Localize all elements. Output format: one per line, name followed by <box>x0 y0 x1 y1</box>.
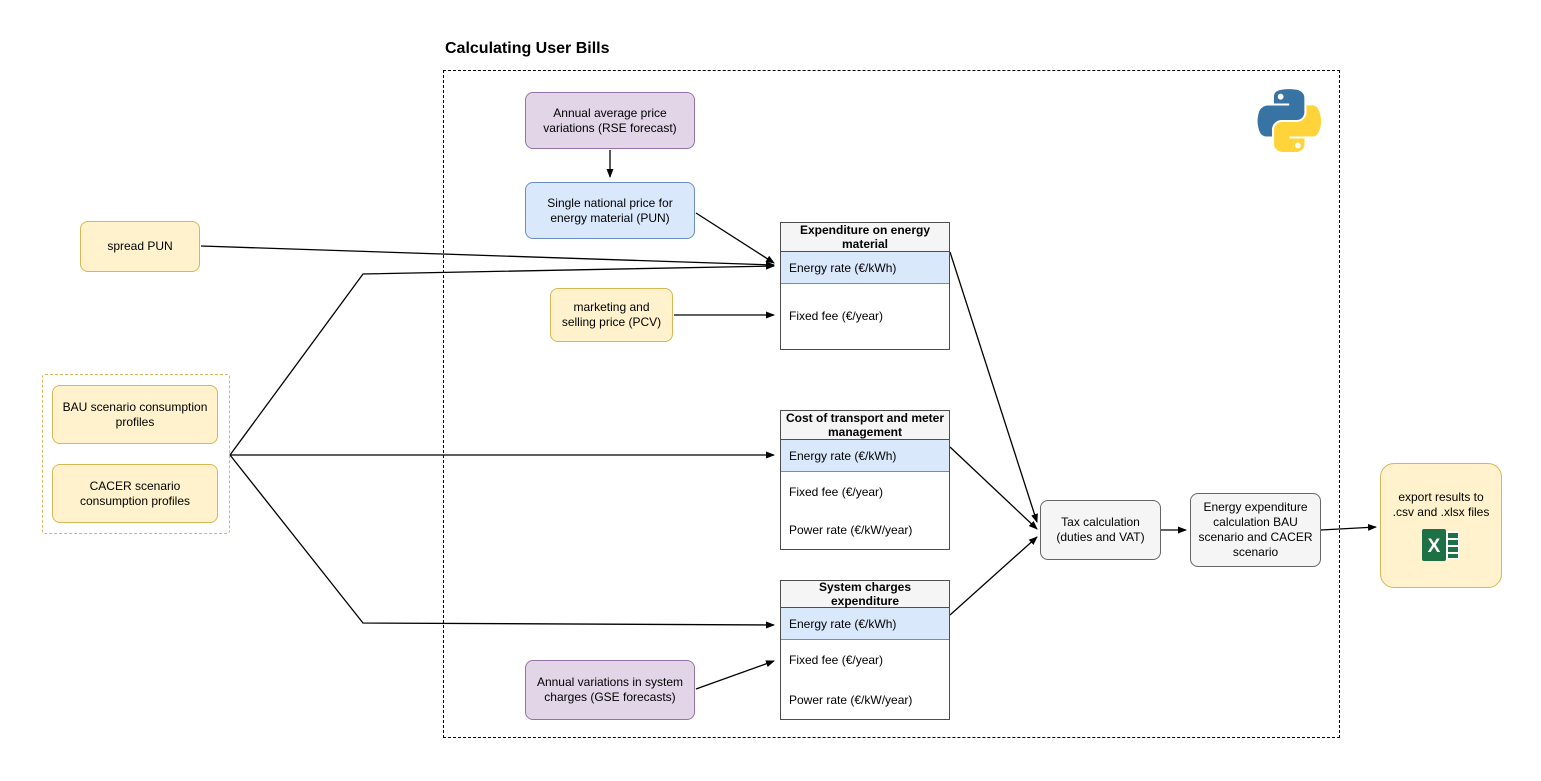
table-row-power-rate: Power rate (€/kW/year) <box>789 523 913 537</box>
node-marketing-selling-price-pcv: marketing and selling price (PCV) <box>550 288 673 342</box>
table-header: System charges expenditure <box>781 580 949 608</box>
table-row-energy-rate: Energy rate (€/kWh) <box>781 440 949 472</box>
node-label: BAU scenario consumption profiles <box>62 399 208 429</box>
node-label: spread PUN <box>107 239 173 253</box>
node-spread-pun: spread PUN <box>80 221 200 272</box>
node-single-national-price-pun: Single national price for energy materia… <box>525 182 695 239</box>
node-label: Annual average price variations (RSE for… <box>543 105 677 135</box>
table-expenditure-energy-material: Expenditure on energy material Energy ra… <box>780 222 950 350</box>
node-label: export results to .csv and .xlsx files <box>1392 489 1490 519</box>
table-row-power-rate: Power rate (€/kW/year) <box>789 692 913 707</box>
node-annual-variations-system-charges: Annual variations in system charges (GSE… <box>525 660 695 720</box>
node-bau-scenario-profiles: BAU scenario consumption profiles <box>52 385 218 444</box>
node-label: Energy expenditure calculation BAU scena… <box>1198 500 1313 559</box>
node-label: Tax calculation (duties and VAT) <box>1056 515 1145 544</box>
table-system-charges: System charges expenditure Energy rate (… <box>780 580 950 720</box>
table-row-fixed-fee: Fixed fee (€/year) <box>789 653 884 667</box>
node-export-results: export results to .csv and .xlsx files X <box>1380 463 1502 588</box>
table-row-energy-rate: Energy rate (€/kWh) <box>781 608 949 640</box>
node-label: Single national price for energy materia… <box>547 195 673 225</box>
node-energy-expenditure-calculation: Energy expenditure calculation BAU scena… <box>1190 493 1321 567</box>
node-label: CACER scenario consumption profiles <box>79 478 191 508</box>
svg-text:X: X <box>1428 536 1441 557</box>
table-header: Expenditure on energy material <box>781 223 949 252</box>
node-label: marketing and selling price (PCV) <box>561 300 662 329</box>
excel-icon: X <box>1422 528 1459 561</box>
node-label: Annual variations in system charges (GSE… <box>536 675 684 704</box>
python-logo-icon <box>1257 89 1321 152</box>
table-row-fixed-fee: Fixed fee (€/year) <box>789 484 884 499</box>
table-row-energy-rate: Energy rate (€/kWh) <box>781 252 949 284</box>
node-annual-average-price-variations: Annual average price variations (RSE for… <box>525 92 695 149</box>
table-cost-transport-meter: Cost of transport and meter management E… <box>780 410 950 550</box>
node-tax-calculation: Tax calculation (duties and VAT) <box>1040 500 1161 560</box>
node-cacer-scenario-profiles: CACER scenario consumption profiles <box>52 464 218 523</box>
table-row-fixed-fee: Fixed fee (€/year) <box>789 309 884 323</box>
table-header: Cost of transport and meter management <box>781 411 949 440</box>
diagram-title: Calculating User Bills <box>445 40 610 57</box>
